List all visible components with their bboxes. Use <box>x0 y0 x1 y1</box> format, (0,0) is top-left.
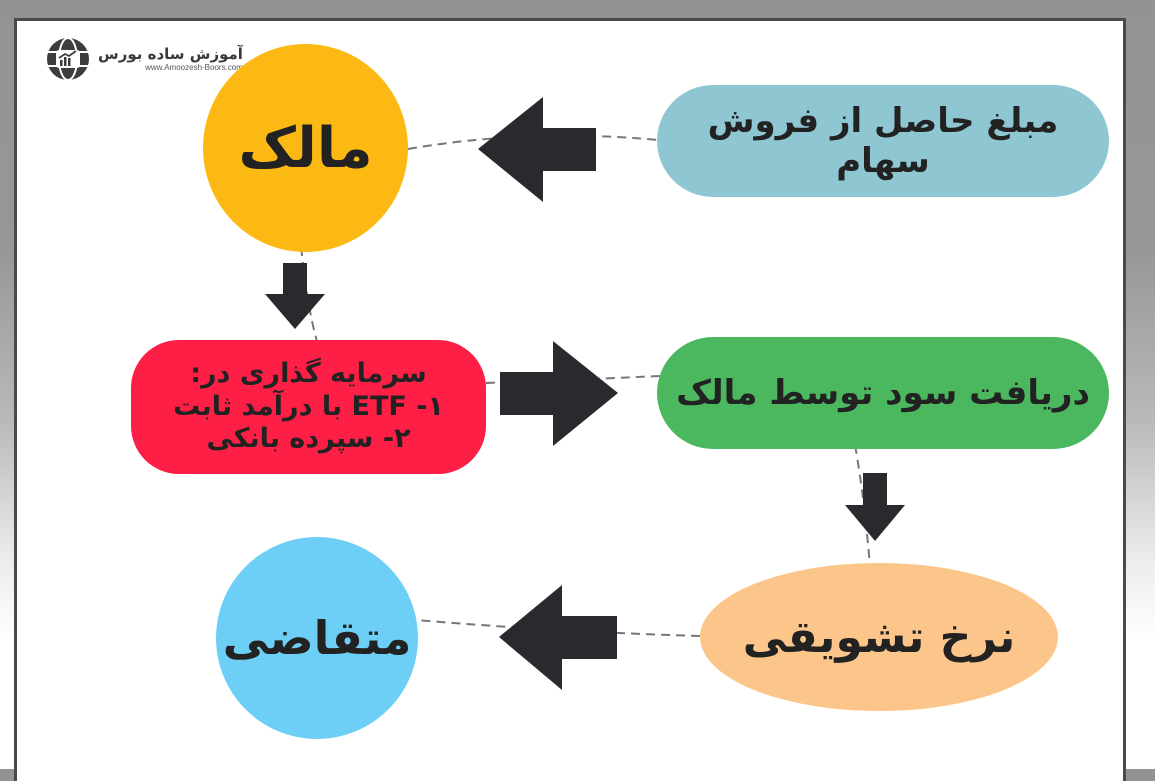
node-applicant-label: متقاضی <box>222 611 412 665</box>
arrow-down-icon <box>265 263 325 329</box>
node-sale-proceeds: مبلغ حاصل از فروش سهام <box>657 85 1109 197</box>
investment-line-2: ETF -۱ با درآمد ثابت <box>173 390 444 422</box>
node-investment: سرمایه گذاری در: ETF -۱ با درآمد ثابت ۲-… <box>131 340 486 474</box>
arrow-right-icon <box>500 341 618 446</box>
investment-line-3: ۲- سپرده بانکی <box>206 423 411 455</box>
globe-chart-icon <box>47 37 89 81</box>
brand-logo: آموزش ساده بورس www.Amoozesh-Boors.com <box>44 36 243 82</box>
arrow-left-icon <box>499 585 617 690</box>
logo-title: آموزش ساده بورس <box>98 44 243 63</box>
arrow-left-icon <box>478 97 596 202</box>
arrow-down-icon <box>845 473 905 541</box>
node-applicant: متقاضی <box>216 537 418 739</box>
node-profit: دریافت سود توسط مالک <box>657 337 1109 449</box>
node-profit-label: دریافت سود توسط مالک <box>676 373 1090 413</box>
node-sale-proceeds-label: مبلغ حاصل از فروش سهام <box>707 101 1059 181</box>
node-incentive-rate-label: نرخ تشویقی <box>742 611 1016 663</box>
logo-url: www.Amoozesh-Boors.com <box>145 62 243 72</box>
investment-line-1: سرمایه گذاری در: <box>190 358 427 390</box>
node-incentive-rate: نرخ تشویقی <box>700 563 1058 711</box>
node-owner-label: مالک <box>238 115 373 181</box>
node-owner: مالک <box>203 44 408 252</box>
